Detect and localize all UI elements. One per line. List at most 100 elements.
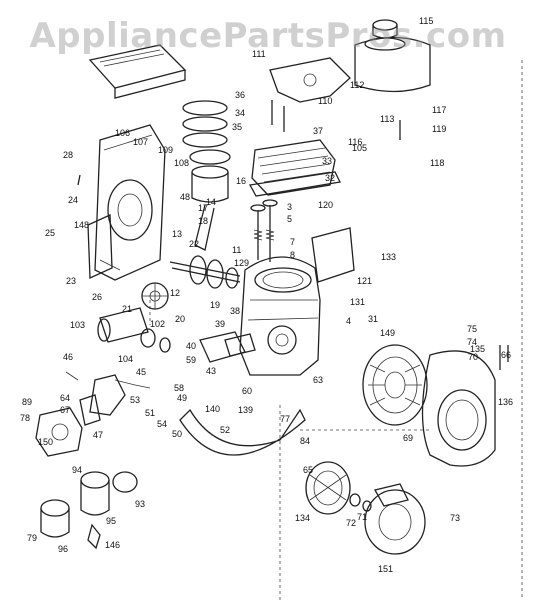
callout-63: 63 — [313, 375, 323, 385]
callout-131: 131 — [350, 297, 365, 307]
callout-4: 4 — [346, 316, 351, 326]
callout-39: 39 — [215, 319, 225, 329]
part-piston — [191, 165, 229, 251]
callout-135: 135 — [470, 344, 485, 354]
callout-89: 89 — [22, 397, 32, 407]
callout-111: 111 — [252, 49, 266, 59]
callout-28: 28 — [63, 150, 73, 160]
callout-22: 22 — [189, 239, 199, 249]
part-crankcase-cover — [94, 124, 166, 281]
callout-96: 96 — [58, 544, 68, 554]
callout-8: 8 — [290, 250, 295, 260]
callout-32: 32 — [325, 173, 335, 183]
callout-129: 129 — [234, 258, 249, 268]
part-governor-linkage — [65, 371, 151, 426]
callout-60: 60 — [242, 386, 252, 396]
callout-20: 20 — [175, 314, 185, 324]
callout-134: 134 — [295, 513, 310, 523]
callout-31: 31 — [368, 314, 378, 324]
part-bolts — [77, 100, 509, 370]
callout-40: 40 — [186, 341, 196, 351]
part-oil-filter-cans — [40, 471, 138, 538]
callout-74: 74 — [467, 337, 477, 347]
callout-52: 52 — [220, 425, 230, 435]
part-bracket-plate — [269, 57, 351, 103]
callout-26: 26 — [92, 292, 102, 302]
part-valves — [250, 199, 278, 262]
callout-37: 37 — [313, 126, 323, 136]
callout-72: 72 — [346, 518, 356, 528]
part-cover-gasket — [87, 214, 113, 279]
callout-67: 67 — [60, 405, 70, 415]
callout-104: 104 — [118, 354, 133, 364]
part-breather-cover — [311, 227, 355, 283]
callout-150: 150 — [38, 437, 53, 447]
callout-25: 25 — [45, 228, 55, 238]
callout-105: 105 — [352, 143, 367, 153]
callout-labels: 1151161111121101171191133634373511810510… — [20, 16, 513, 574]
callout-14: 14 — [206, 197, 216, 207]
callout-118: 118 — [430, 158, 444, 168]
callout-59: 59 — [186, 355, 196, 365]
part-baffle-84 — [179, 408, 306, 456]
callout-146: 146 — [105, 540, 120, 550]
callout-139: 139 — [238, 405, 253, 415]
part-washers — [349, 493, 372, 512]
callout-5: 5 — [287, 214, 292, 224]
callout-12: 12 — [170, 288, 180, 298]
part-engine-block — [239, 256, 321, 376]
part-piston-rings — [182, 100, 231, 165]
callout-95: 95 — [106, 516, 116, 526]
callout-106: 106 — [115, 128, 130, 138]
callout-51: 51 — [145, 408, 155, 418]
callout-18: 18 — [198, 216, 208, 226]
callout-17: 17 — [198, 203, 208, 213]
part-clip-146 — [87, 523, 101, 550]
part-cam-gear — [141, 282, 169, 310]
callout-64: 64 — [60, 393, 70, 403]
callout-19: 19 — [210, 300, 220, 310]
callout-50: 50 — [172, 429, 182, 439]
callout-110: 110 — [318, 96, 332, 106]
part-cylinder-head — [248, 139, 341, 197]
callout-7: 7 — [290, 237, 295, 247]
callout-73: 73 — [450, 513, 460, 523]
callout-121: 121 — [357, 276, 372, 286]
callout-3: 3 — [287, 202, 292, 212]
callout-48: 48 — [180, 192, 190, 202]
callout-151: 151 — [378, 564, 393, 574]
callout-93: 93 — [135, 499, 145, 509]
callout-84: 84 — [300, 436, 310, 446]
callout-117: 117 — [432, 105, 446, 115]
part-crankshaft — [169, 255, 241, 289]
callout-107: 107 — [133, 137, 148, 147]
callout-24: 24 — [68, 195, 78, 205]
callout-49: 49 — [177, 393, 187, 403]
part-carburetor — [97, 307, 171, 353]
callout-66: 66 — [501, 350, 511, 360]
callout-133: 133 — [381, 252, 396, 262]
callout-16: 16 — [236, 176, 246, 186]
callout-148: 148 — [74, 220, 89, 230]
callout-13: 13 — [172, 229, 182, 239]
part-ignition-module — [199, 331, 256, 363]
callout-116: 116 — [348, 137, 362, 147]
callout-70: 70 — [468, 352, 478, 362]
part-air-filter — [88, 44, 187, 99]
callout-149: 149 — [380, 328, 395, 338]
callout-77: 77 — [280, 414, 290, 424]
callout-11: 11 — [232, 245, 241, 255]
callout-35: 35 — [232, 122, 242, 132]
callout-113: 113 — [380, 114, 394, 124]
callout-136: 136 — [498, 397, 513, 407]
callout-103: 103 — [70, 320, 85, 330]
part-flywheel — [362, 344, 428, 426]
callout-53: 53 — [130, 395, 140, 405]
callout-102: 102 — [150, 319, 165, 329]
callout-43: 43 — [206, 366, 216, 376]
part-starter-pulley — [305, 461, 351, 515]
part-fuel-pump — [35, 407, 83, 457]
callout-119: 119 — [432, 124, 446, 134]
dashed-guides — [149, 60, 523, 600]
